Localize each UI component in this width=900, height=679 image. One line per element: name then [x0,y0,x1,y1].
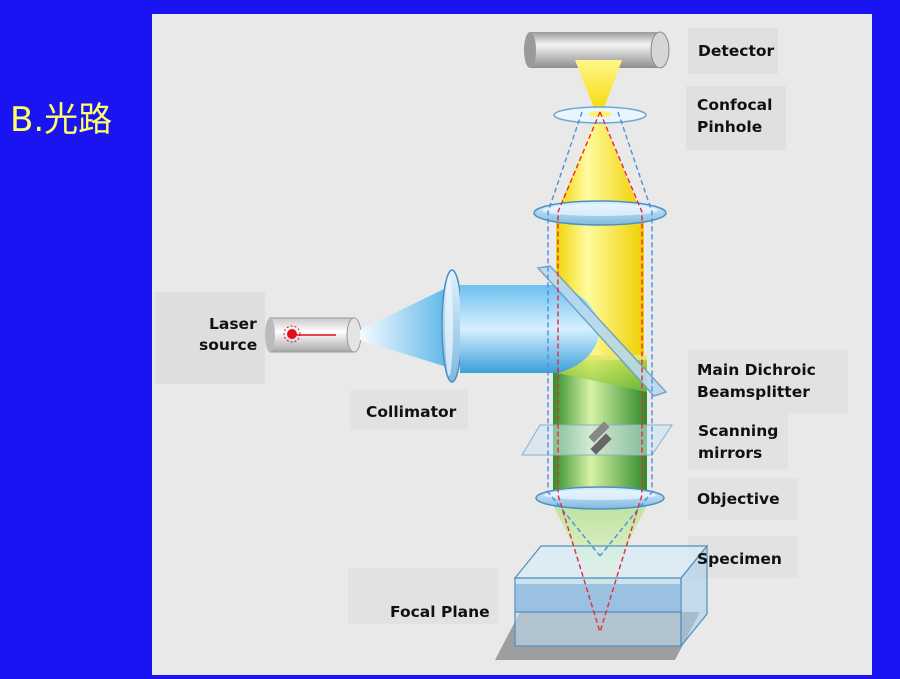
collimator-icon [441,269,463,383]
laser-source-icon [265,317,362,353]
confocal-pinhole-label-line1: Confocal [697,96,772,114]
confocal-pinhole-label-line2: Pinhole [697,118,762,136]
label-backdrop [155,292,265,384]
label-backdrop [688,28,778,74]
focus-rays [557,111,643,633]
laser-cone [360,286,450,368]
laser-source-label-line1: Laser [209,315,257,333]
specimen-label: Specimen [697,550,782,568]
confocal-pinhole-icon [553,106,647,124]
scanning-mirrors-label-line2: mirrors [698,444,762,462]
label-backdrop [348,568,498,624]
label-backdrop [686,86,786,150]
dichroic-label-line2: Beamsplitter [697,383,810,401]
label-backdrop [350,390,468,430]
focal-plane-layer [515,584,681,612]
label-backdrop [688,478,798,520]
scanning-mirrors-icon [521,421,673,456]
dichroic-label-line1: Main Dichroic [697,361,816,379]
scanning-mirrors-label-line1: Scanning [698,422,778,440]
objective-lens-icon [535,486,665,510]
specimen-icon [495,544,709,660]
detector-light-cone [575,60,622,108]
collimator-label: Collimator [366,403,457,421]
label-backdrop [688,412,788,470]
objective-label: Objective [697,490,780,508]
slide-title: B.光路 [10,100,113,140]
confocal-light-path-diagram: Detector Confocal Pinhole Laser source C… [152,14,872,675]
excitation-beam [460,285,600,373]
tube-lens-icon [533,200,667,226]
emission-light-cone [558,122,640,210]
detector-label: Detector [698,42,775,60]
offfocus-rays [547,111,653,557]
dichroic-beamsplitter-icon [536,265,668,397]
detector-icon [524,31,670,69]
label-backdrop [688,350,848,414]
laser-source-label-line2: source [199,336,257,354]
focal-plane-label: Focal Plane [390,603,490,621]
